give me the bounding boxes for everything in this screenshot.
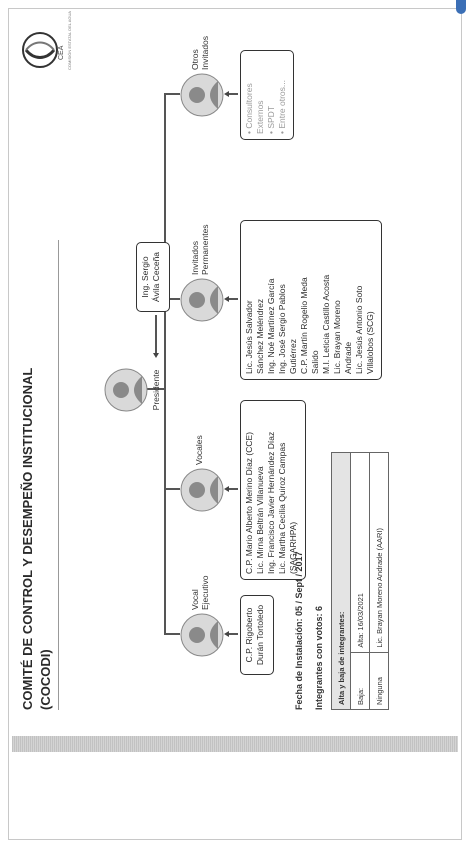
member-line: Ing. Noé Martínez García — [266, 278, 276, 374]
corner-tab-mark — [456, 0, 466, 14]
president-holder-box: Ing. Sergio Ávila Ceceña — [136, 242, 170, 312]
member-line: Lic. Jesús Salvador — [244, 300, 254, 374]
member-line: C.P. Rigoberto — [244, 607, 254, 663]
president-avatar-icon — [104, 368, 148, 412]
table-row: Ninguna Lic. Brayan Moreno Andrade (AARI… — [369, 452, 389, 710]
logo-text: CEA — [58, 45, 65, 60]
table-header-row: Alta y baja de integrantes: — [331, 452, 351, 710]
member-line: Lic. Brayan Moreno — [332, 300, 342, 374]
paper-border — [8, 8, 462, 840]
document-subtitle: (COCODI) — [38, 649, 53, 710]
cea-logo-icon — [22, 32, 58, 68]
member-line: Ing. Francisco Javier Hernández Díaz — [266, 431, 276, 574]
label-line: Invitados — [190, 240, 200, 275]
label-line: Otros — [190, 49, 200, 70]
member-line: Lic. Martha Cecilia Quiroz Campas — [277, 442, 287, 574]
label-line: Permanentes — [200, 224, 210, 275]
rotated-document: COMITÉ DE CONTROL Y DESEMPEÑO INSTITUCIO… — [14, 10, 454, 730]
connector-branch-2 — [164, 488, 180, 490]
member-line: Lic. Jesús Antonio Soto — [354, 285, 364, 374]
member-line: Sánchez Meléndrez — [255, 298, 265, 374]
member-line: C.P. Mario Alberto Merino Díaz (CCE) — [244, 431, 254, 574]
member-line: Gutiérrez — [288, 339, 298, 374]
connector-branch-1 — [164, 633, 180, 635]
vocales-avatar-icon — [180, 468, 224, 512]
table-cell: Baja: — [350, 652, 370, 710]
table-row: Baja: Alta: 16/03/2021 — [350, 452, 370, 710]
president-arrow-line — [155, 315, 157, 355]
vocales-label: Vocales — [194, 435, 204, 465]
member-line: • SPDT — [266, 105, 276, 134]
otros-invitados-avatar-icon — [180, 73, 224, 117]
vocal-ejecutivo-label: Vocal Ejecutivo — [190, 550, 210, 611]
alta-baja-table: Alta y baja de integrantes: Baja: Alta: … — [331, 452, 389, 710]
voting-members: Integrantes con votos: 6 — [314, 605, 324, 710]
invitados-permanentes-label: Invitados Permanentes — [190, 205, 210, 275]
installation-date: Fecha de Instalación: 05 / Sept / 2017 — [294, 551, 304, 710]
table-cell: Alta: 16/03/2021 — [350, 452, 370, 653]
connector-horizontal — [164, 95, 166, 635]
member-line: Andrade — [343, 341, 353, 374]
member-line: Villalobos (SCG) — [365, 311, 375, 374]
member-line: Ing. José Sergio Pablos — [277, 284, 287, 374]
member-line: M.I. Leticia Castillo Acosta — [321, 274, 331, 374]
member-line: Salido — [310, 350, 320, 374]
member-line: • Consultores — [244, 83, 254, 134]
scan-stripe — [12, 736, 458, 752]
member-line: Lic. Mirna Beltrán Villanueva — [255, 466, 265, 574]
arrow-up-icon — [224, 91, 229, 98]
table-header-cell: Alta y baja de integrantes: — [331, 452, 351, 710]
arrow-up-icon — [224, 296, 229, 303]
table-cell: Ninguna — [369, 652, 389, 710]
member-line: • Entre otros... — [277, 80, 287, 134]
holder-line: Ávila Ceceña — [151, 251, 161, 303]
label-line: Invitados — [200, 35, 210, 70]
member-line: Durán Tortoledo — [255, 604, 265, 666]
arrow-left-icon — [153, 353, 159, 358]
president-label: Presidente — [151, 369, 161, 411]
title-underline — [58, 240, 59, 710]
label-line: Ejecutivo — [200, 575, 210, 611]
member-line: Externos — [255, 100, 265, 134]
logo-subtext: COMISIÓN ESTATAL DEL AGUA — [67, 10, 72, 70]
arrow-up-icon — [224, 631, 229, 638]
table-cell: Lic. Brayan Moreno Andrade (AARI) — [369, 452, 389, 653]
otros-invitados-label: Otros Invitados — [190, 14, 210, 70]
label-line: Vocal — [190, 589, 200, 610]
member-line: C.P. Martín Rogelio Meda — [299, 277, 309, 374]
invitados-permanentes-box: Lic. Jesús Salvador Sánchez Meléndrez In… — [240, 220, 382, 380]
holder-line: Ing. Sergio — [140, 256, 150, 298]
document-title: COMITÉ DE CONTROL Y DESEMPEÑO INSTITUCIO… — [20, 367, 35, 710]
connector-branch-4 — [164, 93, 180, 95]
arrow-up-icon — [224, 486, 229, 493]
otros-invitados-box: • Consultores Externos • SPDT • Entre ot… — [240, 50, 294, 140]
vocal-ejecutivo-avatar-icon — [180, 613, 224, 657]
invitados-permanentes-avatar-icon — [180, 278, 224, 322]
member-line: (SAGARHPA) — [288, 521, 298, 574]
vocal-ejecutivo-box: C.P. Rigoberto Durán Tortoledo — [240, 595, 274, 675]
